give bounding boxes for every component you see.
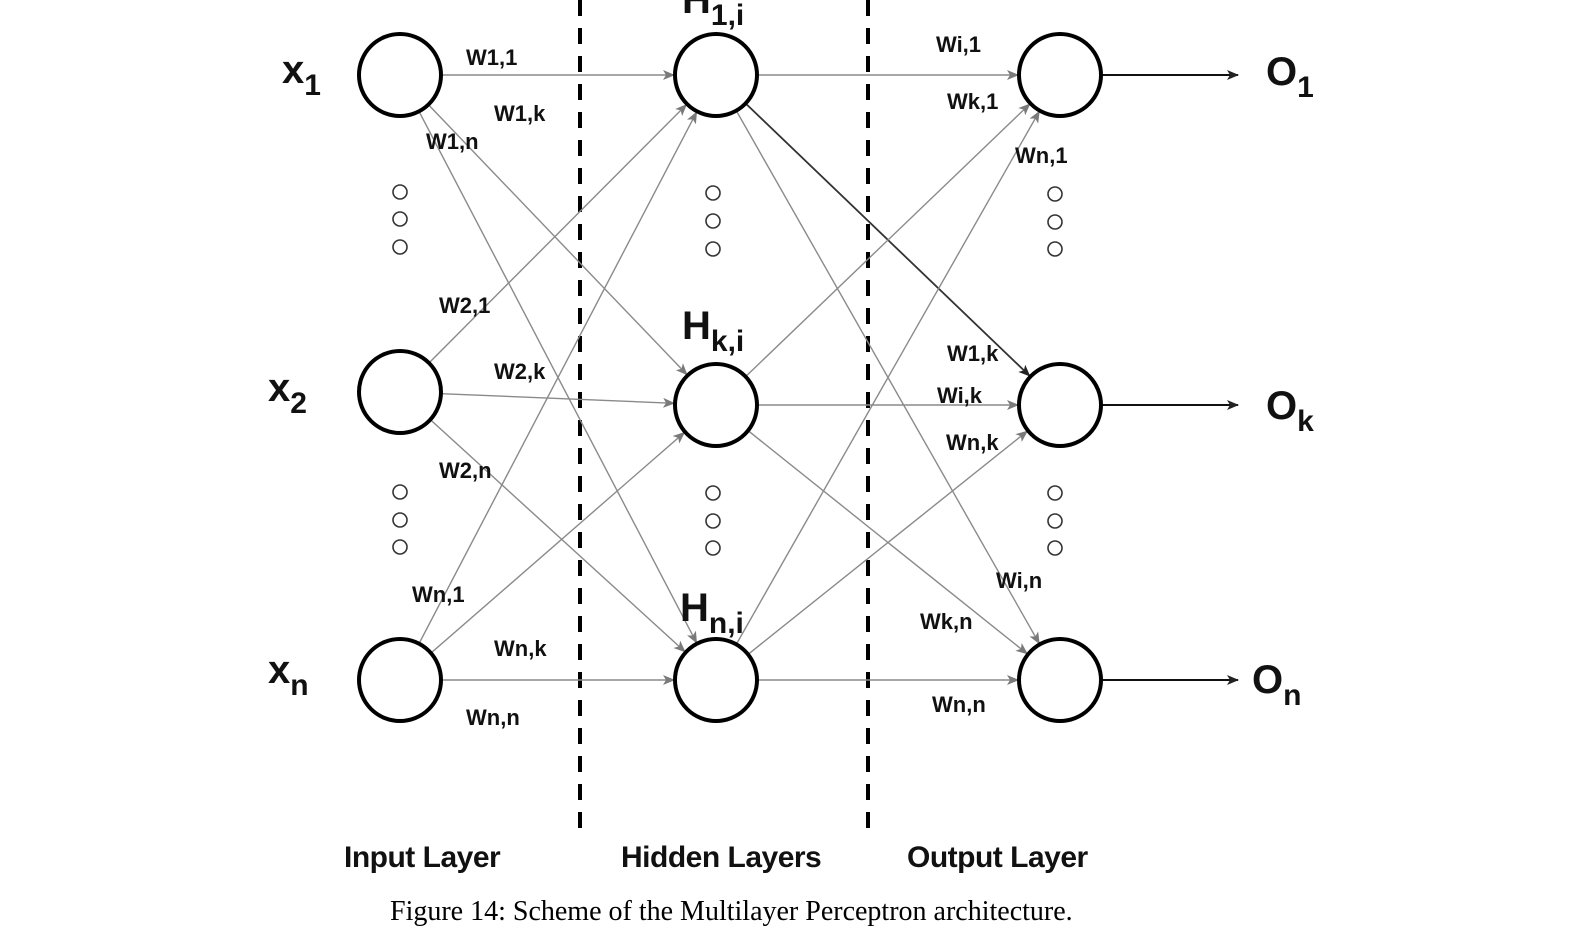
weight-edge (430, 431, 686, 654)
weight-label: W1,k (494, 101, 546, 126)
weight-label: W1,n (426, 129, 479, 154)
weight-edge (440, 392, 676, 408)
hidden-neuron (673, 32, 759, 118)
input-node-label-1: x1 (282, 48, 321, 102)
hidden-neuron (673, 362, 759, 448)
output-label-n: On (1252, 658, 1302, 712)
weight-label: Wk,1 (947, 89, 999, 114)
weight-label: Wi,n (996, 568, 1043, 593)
ellipsis-dot (705, 540, 721, 556)
hidden-neuron (673, 637, 759, 723)
weight-label: W1,1 (466, 45, 518, 70)
weight-label: Wi,1 (936, 32, 982, 57)
weight-label: Wn,k (946, 430, 999, 455)
input-neuron (357, 349, 443, 435)
ellipsis-dot (705, 213, 721, 229)
output-neuron (1017, 362, 1103, 448)
weight-label: Wn,1 (412, 582, 465, 607)
ellipsis-dot (705, 185, 721, 201)
hidden-node-label-1: H1,i (682, 0, 745, 32)
ellipsis-dot (1047, 241, 1063, 257)
ellipsis-dot (392, 184, 408, 200)
output-label-1: O1 (1266, 50, 1314, 104)
ellipsis-dot (1047, 186, 1063, 202)
weight-label: W1,k (947, 341, 999, 366)
ellipsis-dot (392, 239, 408, 255)
weight-label: W2,k (494, 359, 546, 384)
weight-label: W2,n (439, 458, 492, 483)
ellipsis-dot (705, 513, 721, 529)
ellipsis-dot (392, 484, 408, 500)
weight-label: Wi,k (937, 383, 983, 408)
ellipsis-dot (392, 512, 408, 528)
weight-label: Wn,n (466, 705, 520, 730)
input-neuron (357, 637, 443, 723)
hidden-node-label-n: Hn,i (680, 586, 744, 640)
weight-edge (428, 104, 688, 364)
input-node-label-2: x2 (268, 366, 307, 420)
input-node-label-n: xn (268, 648, 309, 702)
output-neuron (1017, 637, 1103, 723)
figure-caption: Figure 14: Scheme of the Multilayer Perc… (390, 896, 1073, 927)
weight-edge (427, 104, 688, 376)
hidden-node-label-k: Hk,i (682, 304, 745, 358)
ellipsis-dot (705, 241, 721, 257)
weight-edge (429, 419, 686, 653)
input-layer-label: Input Layer (344, 841, 501, 874)
ellipsis-dot (1047, 540, 1063, 556)
output-layer-label: Output Layer (907, 841, 1088, 874)
ellipsis-dot (392, 211, 408, 227)
output-neuron (1017, 32, 1103, 118)
ellipsis-dot (392, 539, 408, 555)
weight-edge (735, 110, 1040, 645)
output-label-k: Ok (1266, 384, 1314, 438)
weight-label: Wn,k (494, 636, 547, 661)
weight-edge (745, 103, 1031, 378)
ellipsis-dot (1047, 214, 1063, 230)
ellipsis-dot (1047, 513, 1063, 529)
weight-label: Wn,1 (1015, 143, 1068, 168)
weight-label: Wk,n (920, 609, 973, 634)
weight-edge (747, 430, 1028, 655)
ellipsis-dot (705, 485, 721, 501)
ellipsis-dot (1047, 485, 1063, 501)
hidden-layers-label: Hidden Layers (621, 841, 822, 874)
weight-label: W2,1 (439, 293, 491, 318)
weight-label: Wn,n (932, 692, 986, 717)
weight-edge (418, 111, 698, 644)
input-neuron (357, 32, 443, 118)
